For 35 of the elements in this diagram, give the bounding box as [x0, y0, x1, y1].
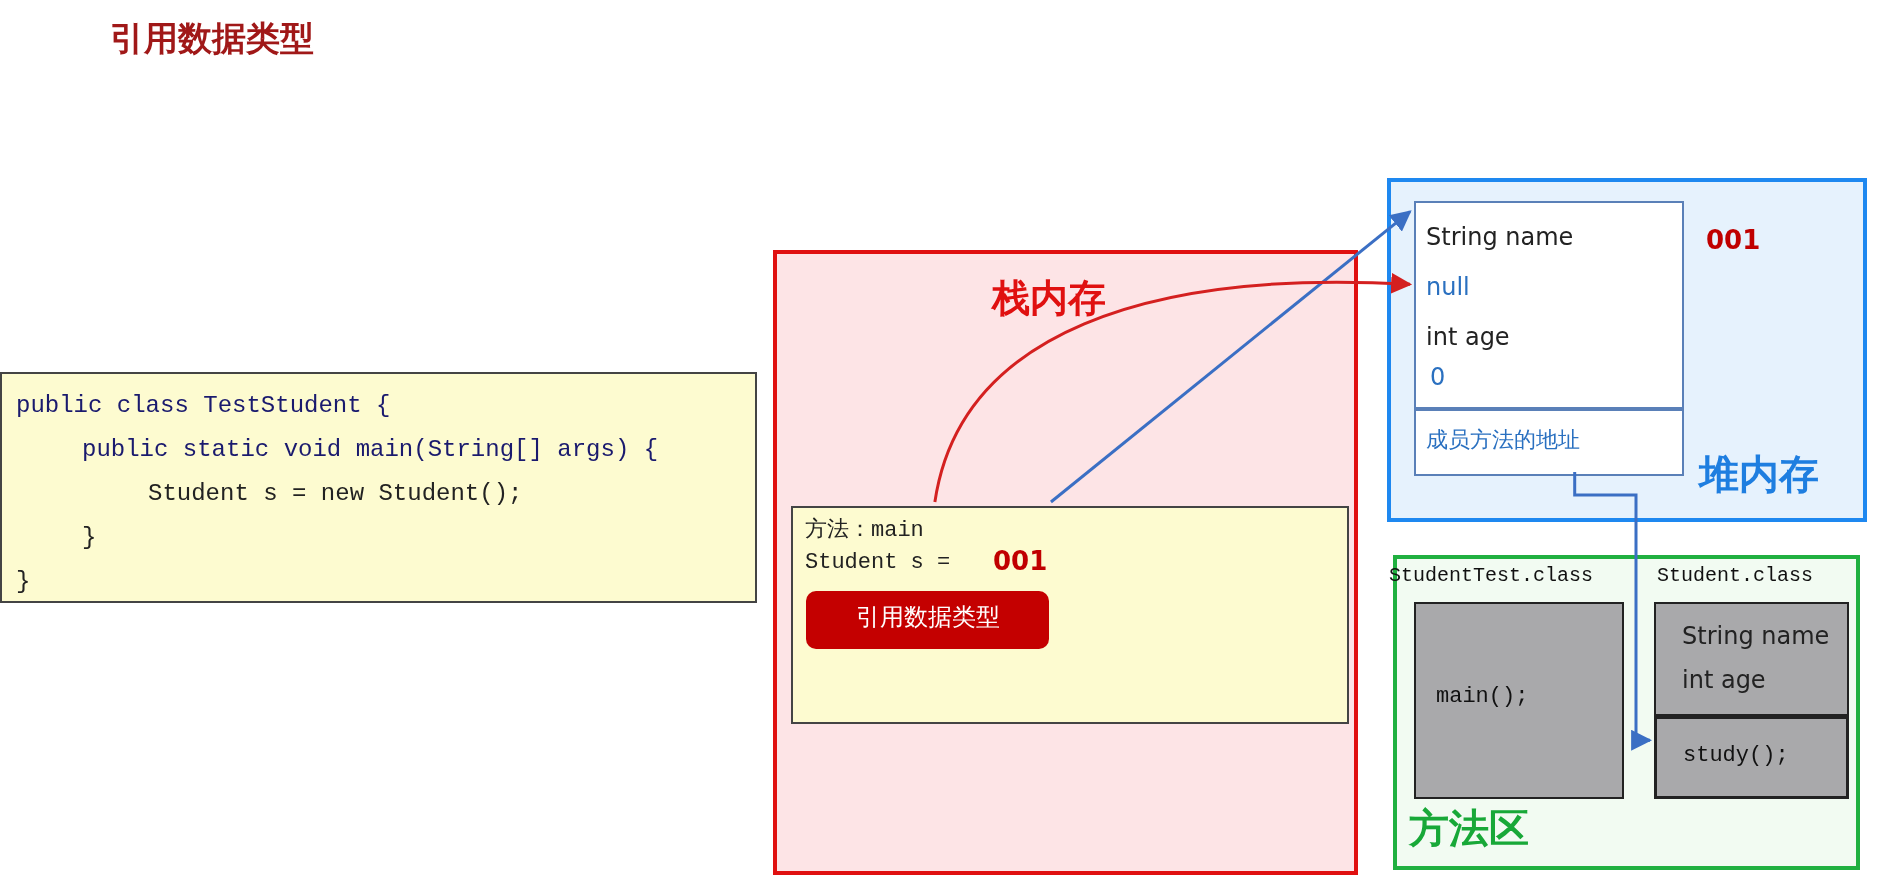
stack-memory-region: [773, 250, 1358, 875]
slide-title: 引用数据类型: [110, 18, 314, 59]
address-value: 001: [993, 546, 1048, 578]
code-line: Student s = new Student();: [148, 480, 523, 509]
class-method-box: [1654, 716, 1849, 799]
stack-frame-box: [791, 506, 1349, 724]
method-address-box: [1414, 409, 1684, 476]
code-box: [0, 372, 757, 603]
variable-label: Student s =: [805, 550, 951, 577]
field-value: null: [1426, 273, 1470, 302]
code-line: }: [16, 568, 31, 597]
method-label: 方法：main: [805, 518, 924, 545]
field-value: 0: [1430, 363, 1446, 392]
region-title: 堆内存: [1699, 450, 1819, 498]
tag-text: 引用数据类型: [854, 603, 1001, 632]
region-title: 方法区: [1409, 804, 1529, 852]
code-line: }: [82, 524, 97, 553]
field-label: int age: [1426, 323, 1510, 352]
class-file-name: Student.class: [1657, 564, 1814, 588]
field-label: int age: [1682, 666, 1766, 695]
arrow: [1050, 210, 1412, 504]
tag-badge: [806, 591, 1049, 649]
heap-memory-region: [1387, 178, 1867, 522]
code-line: public static void main(String[] args) {: [82, 436, 659, 465]
region-title: 栈内存: [992, 276, 1106, 322]
arrow: [933, 273, 1413, 503]
code-line: public class TestStudent {: [16, 392, 391, 421]
method-address-label: 成员方法的地址: [1426, 427, 1580, 454]
field-label: String name: [1426, 223, 1574, 252]
method-label: main();: [1436, 684, 1529, 711]
class-member-box: [1654, 602, 1849, 716]
method-label: study();: [1683, 743, 1789, 770]
arrow: [1573, 472, 1653, 751]
field-label: String name: [1682, 622, 1830, 651]
address-value: 001: [1706, 225, 1761, 257]
